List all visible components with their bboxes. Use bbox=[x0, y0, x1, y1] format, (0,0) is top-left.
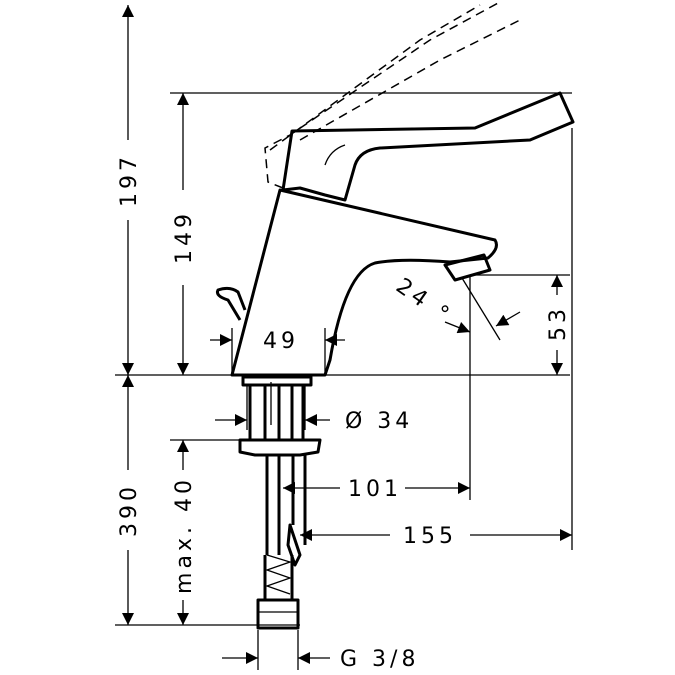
dimension-lines bbox=[122, 5, 572, 664]
dim-angle: 24 ° bbox=[391, 274, 456, 330]
dim-spout-reach: 101 bbox=[348, 477, 402, 502]
dim-base-width: 49 bbox=[263, 329, 299, 354]
faucet-body bbox=[216, 1, 575, 377]
dim-spout-height: 53 bbox=[546, 305, 571, 341]
dim-body-height: 149 bbox=[172, 210, 197, 264]
dim-hole-diameter: Ø 34 bbox=[345, 409, 413, 434]
dim-connection: G 3/8 bbox=[340, 647, 419, 672]
dim-lever-reach: 155 bbox=[403, 524, 457, 549]
dim-below-height: 390 bbox=[117, 483, 142, 537]
dim-total-height: 197 bbox=[117, 153, 142, 207]
dim-max-thickness: max. 40 bbox=[172, 476, 197, 594]
supply-hoses bbox=[238, 375, 322, 630]
reference-lines bbox=[115, 92, 573, 670]
